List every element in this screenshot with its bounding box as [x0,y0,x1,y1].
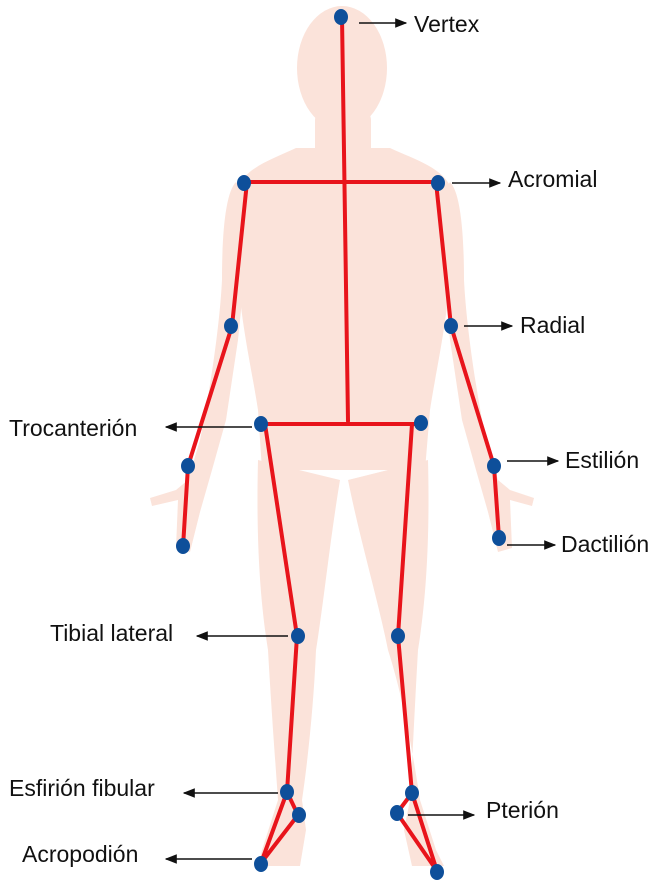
tibial-lateral-label: Tibial lateral [50,622,173,645]
pterion-label: Pterión [486,799,559,822]
estilion-label: Estilión [565,449,639,472]
esfirion-fibular-label: Esfirión fibular [9,777,155,800]
right-arm-shape [438,182,534,552]
trocanterion-right-point [414,415,428,431]
esfirion-left-point [280,784,294,800]
dactilion-left-point [176,538,190,554]
dactilion-right-point [492,530,506,546]
acromial-label: Acromial [508,168,597,191]
acromial-right-point [431,175,445,191]
estilion-left-point [181,458,195,474]
esfirion-right-point [405,785,419,801]
pterion-left-point [292,807,306,823]
vertex-point [334,9,348,25]
acropodion-label: Acropodión [22,843,138,866]
radial-label: Radial [520,314,585,337]
pterion-right-point [390,805,404,821]
acropodion-left-point [254,856,268,872]
tibial-lateral-left-point [291,628,305,644]
estilion-right-point [487,458,501,474]
radial-left-point [224,318,238,334]
dactilion-label: Dactilión [561,533,649,556]
acropodion-right-point [430,864,444,880]
trocanterion-left-point [254,416,268,432]
left-leg-shape [257,460,340,866]
tibial-lateral-right-point [391,628,405,644]
radial-right-point [444,318,458,334]
acromial-left-point [237,175,251,191]
trocanterion-label: Trocanterión [9,417,137,440]
left-arm-shape [150,182,250,552]
vertex-label: Vertex [414,13,479,36]
